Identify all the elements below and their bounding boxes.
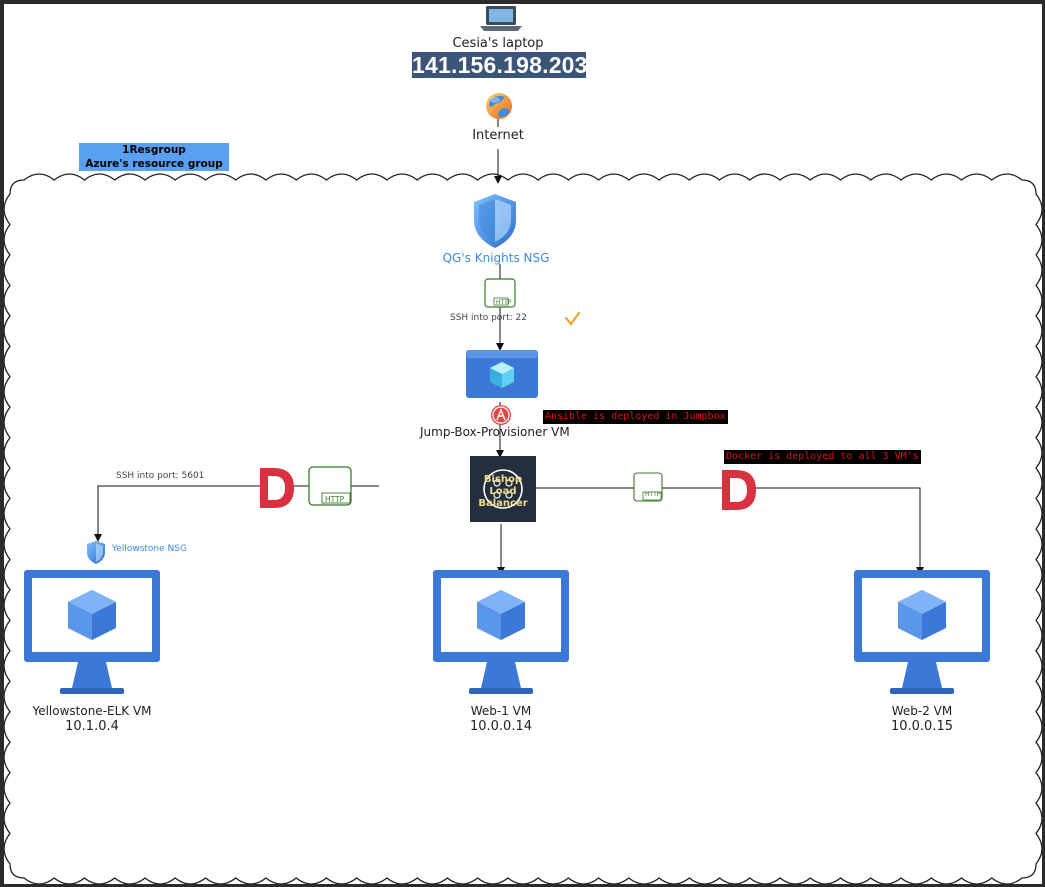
http-badge-right-text: HTTP bbox=[645, 491, 661, 498]
checkmark-icon bbox=[564, 311, 581, 326]
monitor-icon-web2 bbox=[854, 570, 990, 694]
ssh-jump-label: SSH into port: 22 bbox=[450, 313, 527, 323]
ansible-icon bbox=[491, 405, 511, 425]
vm-ip: 10.0.0.14 bbox=[469, 719, 533, 734]
load-balancer-icon bbox=[470, 456, 536, 522]
http-badge-right bbox=[633, 472, 663, 502]
vm-elk-caption: Yellowstone-ELK VM 10.1.0.4 bbox=[32, 704, 151, 734]
yellowstone-shield-icon bbox=[87, 541, 105, 564]
ssh-elk-label: SSH into port: 5601 bbox=[116, 471, 205, 481]
load-balancer-label: Bishop Load Balancer bbox=[478, 474, 528, 509]
jumpbox-vm-icon bbox=[466, 350, 538, 398]
laptop-icon bbox=[480, 6, 522, 31]
http-badge-left bbox=[308, 466, 352, 506]
docker-d-icon-left bbox=[260, 468, 294, 508]
diagram-svg bbox=[4, 6, 1042, 884]
nsg-shield-icon bbox=[474, 194, 516, 248]
resource-group-desc: Azure's resource group bbox=[85, 158, 223, 170]
http-badge-jump-text: HTTP bbox=[496, 299, 512, 306]
resource-group-cloud bbox=[4, 173, 1042, 884]
nsg-label: QG's Knights NSG bbox=[442, 251, 550, 265]
http-badge-jump bbox=[484, 278, 516, 308]
vm-web2-caption: Web-2 VM 10.0.0.15 bbox=[891, 704, 953, 734]
http-badge-left-text: HTTP bbox=[325, 495, 345, 504]
vm-name: Web-1 VM bbox=[470, 704, 532, 718]
yellowstone-nsg-label: Yellowstone NSG bbox=[112, 544, 187, 554]
globe-icon bbox=[486, 93, 512, 119]
laptop-ip: 141.156.198.203 bbox=[412, 52, 588, 78]
docker-d-icon-right bbox=[722, 470, 756, 510]
resource-group-name: 1Resgroup bbox=[122, 144, 186, 156]
monitor-icon-web1 bbox=[433, 570, 569, 694]
diagram-canvas: Cesia's laptop 141.156.198.203 Internet … bbox=[4, 4, 1042, 884]
internet-label: Internet bbox=[472, 128, 524, 143]
vm-ip: 10.1.0.4 bbox=[65, 719, 119, 734]
monitor-icon-elk bbox=[24, 570, 160, 694]
ansible-note: Ansible is deployed in Jumpbox bbox=[543, 410, 728, 424]
jumpbox-label: Jump-Box-Provisioner VM bbox=[420, 425, 570, 439]
vm-ip: 10.0.0.15 bbox=[890, 719, 954, 734]
laptop-label: Cesia's laptop bbox=[452, 36, 544, 51]
resource-group-label: 1Resgroup Azure's resource group bbox=[79, 143, 229, 171]
vm-name: Yellowstone-ELK VM bbox=[32, 704, 152, 718]
vm-name: Web-2 VM bbox=[891, 704, 953, 718]
vm-web1-caption: Web-1 VM 10.0.0.14 bbox=[470, 704, 532, 734]
docker-note: Docker is deployed to all 3 VM's bbox=[724, 450, 921, 464]
